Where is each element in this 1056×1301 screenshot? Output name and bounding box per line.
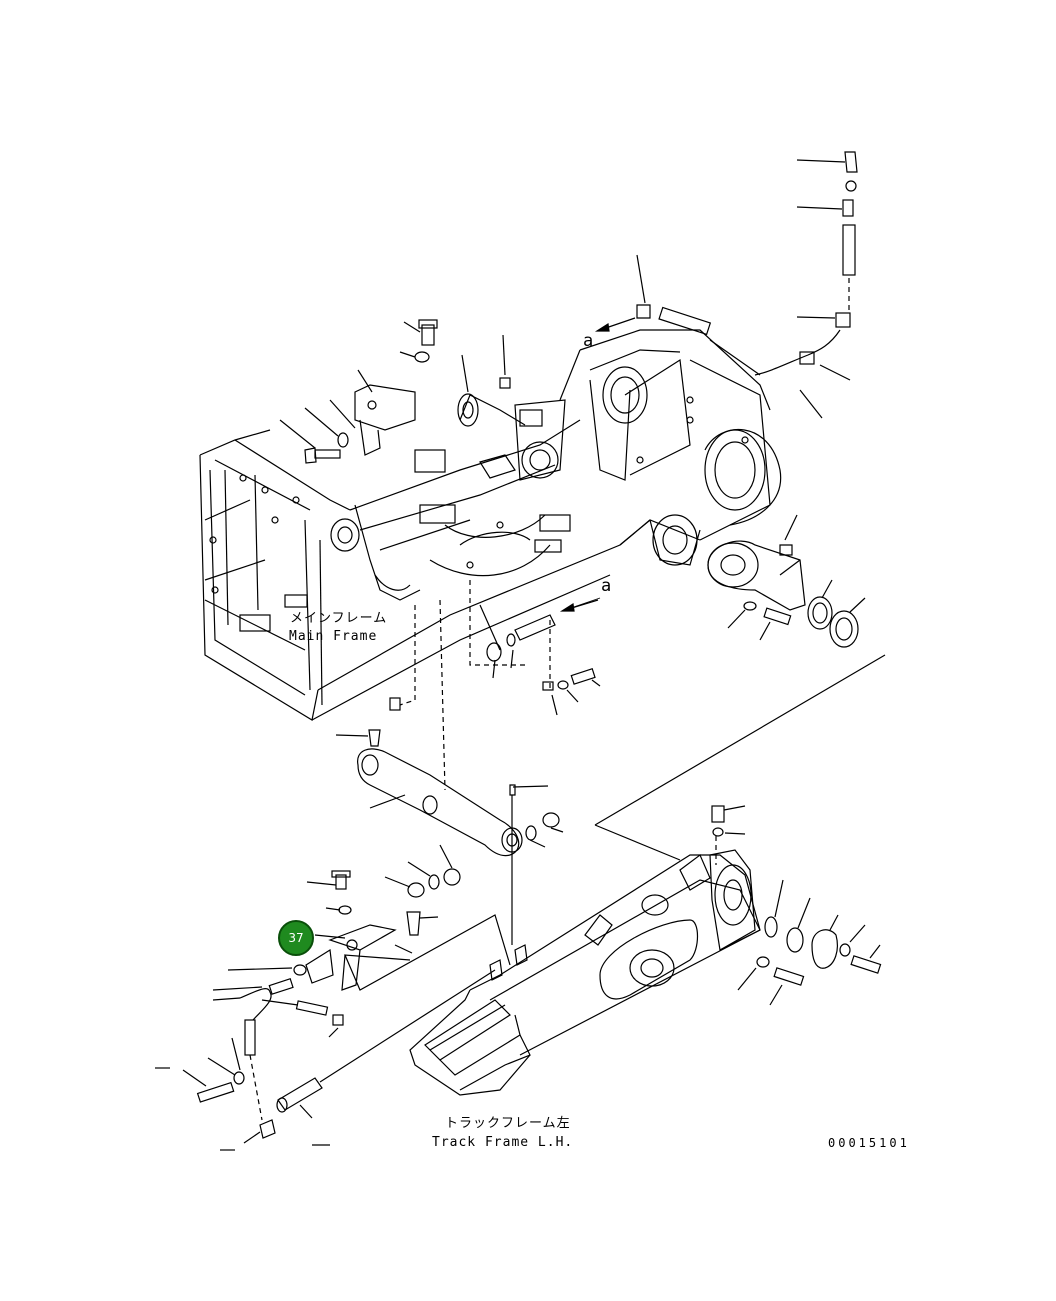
- view-arrows: [559, 317, 636, 612]
- center-pin-parts: [399, 580, 601, 791]
- callout-37-leader: [314, 934, 346, 939]
- lower-left-parts: [155, 870, 511, 1151]
- track-frame-drawing: [409, 805, 882, 1096]
- equalizer-bar: [335, 697, 564, 945]
- pivot-shaft-parts: [594, 514, 886, 861]
- view-mark-a-mid: a: [601, 576, 613, 596]
- track-frame-label-jp: トラックフレーム左: [445, 1116, 571, 1131]
- main-frame-label-jp: メインフレーム: [290, 611, 388, 626]
- bracket-parts-upper-left: [279, 319, 526, 479]
- main-frame-label-en: Main Frame: [289, 629, 378, 644]
- view-mark-a-top: a: [583, 331, 595, 351]
- main-frame-drawing: [199, 329, 782, 721]
- track-frame-label-en: Track Frame L.H.: [432, 1135, 574, 1150]
- grease-line-assembly: [636, 151, 858, 419]
- drawing-number: 00015101: [828, 1136, 910, 1150]
- part-callout-37[interactable]: 37: [278, 920, 314, 956]
